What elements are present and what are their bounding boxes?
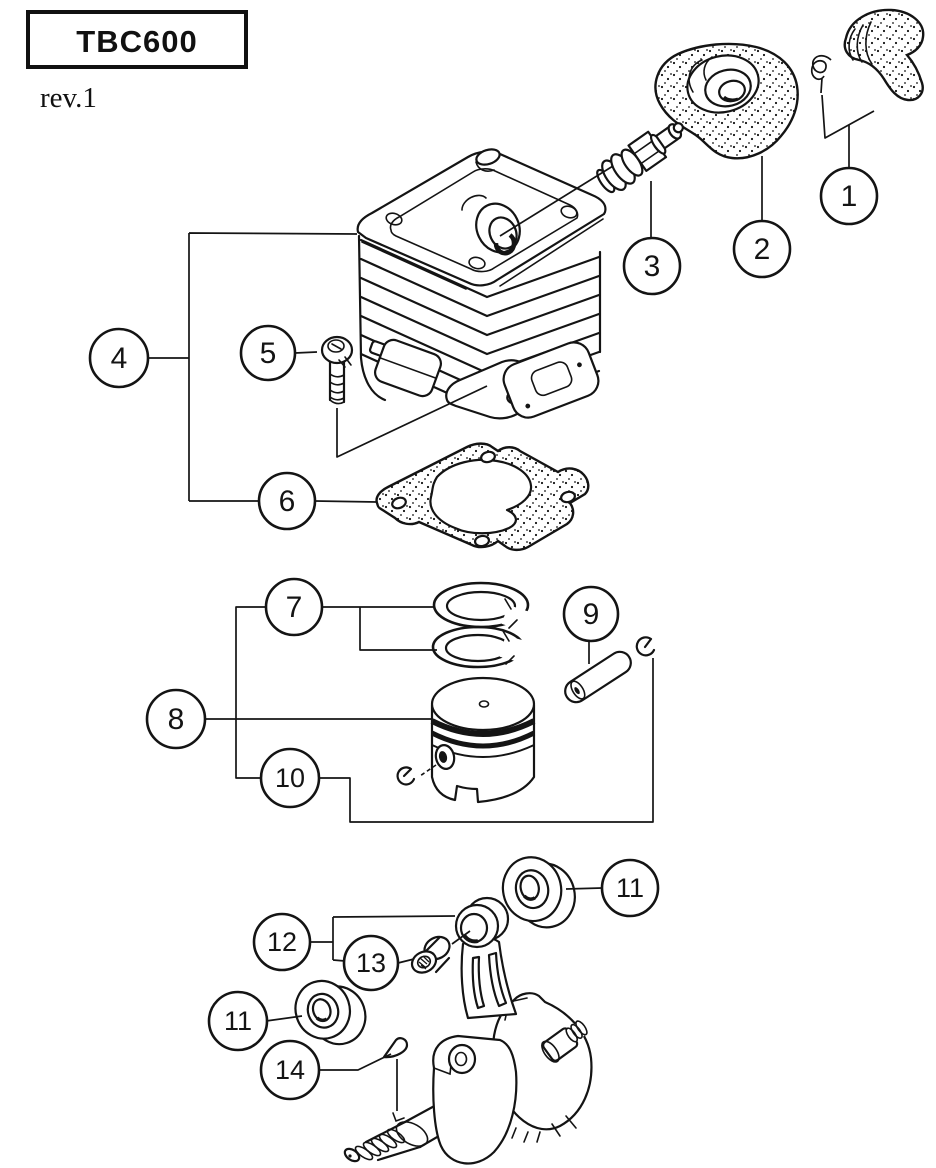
svg-text:3: 3 [644,250,661,283]
exhaust-flange [502,341,600,419]
svg-text:8: 8 [168,703,185,736]
bearing-lower [294,979,367,1046]
svg-text:11: 11 [224,1006,252,1036]
model-label: TBC600 [76,24,197,59]
callout-11-lower: 11 [207,990,269,1052]
connecting-rod [454,896,518,1020]
part-8-piston-illustration [419,676,536,804]
part-5-bolt-illustration [320,335,354,405]
svg-text:4: 4 [111,342,128,375]
model-box [26,10,248,69]
title-block: TBC600 [26,10,248,69]
callout-10: 10 [259,747,321,809]
svg-text:9: 9 [583,598,600,631]
intake-flange [368,338,442,398]
part-10-circlips-illustration [396,636,656,786]
revision-label: rev.1 [40,82,97,114]
part-3-spark-plug-illustration [596,122,684,194]
part-2-cover-illustration [654,42,799,160]
part-11-bearings-illustration [294,856,576,1046]
crank-right-stub [541,1020,589,1063]
callout-13: 13 [342,934,400,992]
svg-text:7: 7 [286,591,303,624]
callout-9: 9 [562,585,620,643]
callout-2: 2 [732,219,792,279]
callout-6: 6 [257,471,317,531]
part-6-gasket-illustration [375,442,590,552]
svg-text:10: 10 [275,763,305,793]
part-4-cylinder-illustration [356,148,607,420]
callout-11-upper: 11 [600,858,660,918]
cylinder-top-details [385,148,578,270]
callout-14: 14 [259,1039,321,1101]
callout-4: 4 [88,327,150,389]
spring-illustration [810,54,832,94]
callout-5: 5 [239,324,297,382]
part-14-woodruff-key-illustration [382,1037,409,1059]
svg-text:1: 1 [841,180,858,213]
svg-text:11: 11 [616,873,644,903]
part-9-piston-pin-illustration [564,650,632,704]
svg-text:6: 6 [279,485,296,518]
part-1-plug-cap-illustration [810,8,925,102]
svg-text:13: 13 [356,948,386,978]
callouts: 1 2 3 4 5 6 7 8 [88,166,879,1101]
callout-1: 1 [819,166,879,226]
callout-7: 7 [264,577,324,637]
callout-8: 8 [145,688,207,750]
callout-3: 3 [622,236,682,296]
svg-text:14: 14 [275,1055,305,1085]
callout-12: 12 [252,912,312,972]
leader-lines [148,94,875,1111]
svg-text:2: 2 [754,233,771,266]
svg-text:12: 12 [267,927,297,957]
part-13-needle-bearing-illustration [410,935,451,974]
svg-text:5: 5 [260,337,277,370]
bearing-upper [501,856,576,929]
part-7-piston-rings-illustration [431,581,533,669]
part-12-crankshaft-conrod-illustration [343,896,593,1165]
